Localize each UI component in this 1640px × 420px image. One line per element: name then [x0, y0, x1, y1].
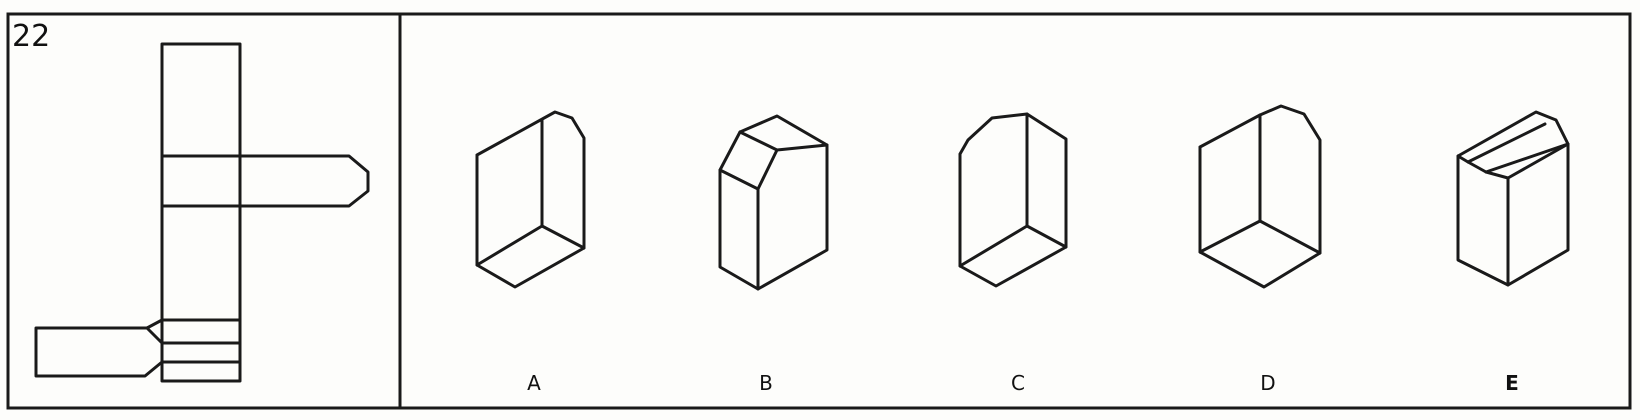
- net-main-strip: [160, 42, 242, 383]
- option-d-figure: [1198, 104, 1322, 289]
- unfolded-net: [34, 42, 370, 383]
- question-number: 22: [12, 19, 50, 54]
- option-c-label[interactable]: C: [1011, 371, 1025, 395]
- net-left-flap: [34, 318, 164, 378]
- option-a-figure: [475, 110, 586, 289]
- option-a-label[interactable]: A: [527, 371, 541, 395]
- option-c-figure: [958, 112, 1068, 288]
- option-b-figure: [718, 114, 829, 291]
- option-e-label[interactable]: E: [1505, 371, 1519, 395]
- option-b-label[interactable]: B: [759, 371, 773, 395]
- net-right-flap: [238, 154, 370, 208]
- option-e-figure: [1456, 110, 1570, 287]
- option-d-label[interactable]: D: [1260, 371, 1275, 395]
- outer-frame: [6, 12, 1632, 410]
